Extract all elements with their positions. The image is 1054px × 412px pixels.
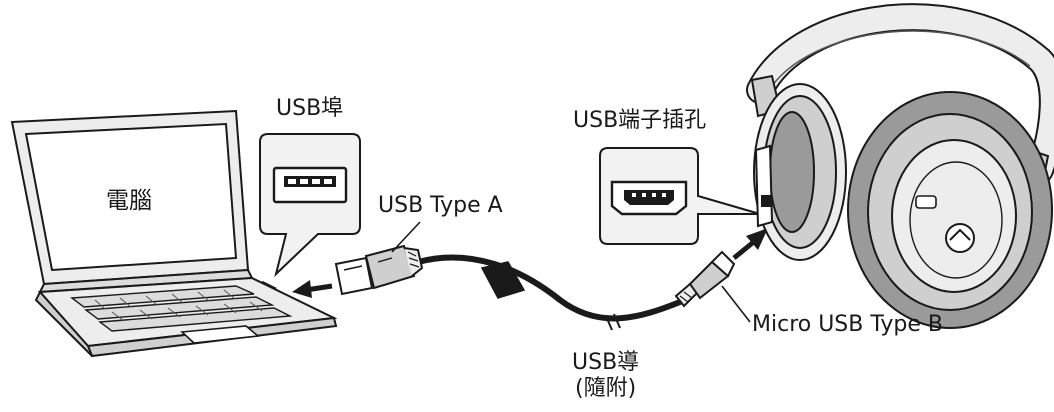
usb-type-a-label: USB Type A <box>378 193 503 218</box>
usb-cable-name: USB導 <box>572 350 640 375</box>
brand-logo-icon <box>945 223 975 253</box>
headphones <box>746 3 1054 329</box>
usb-cable <box>415 254 683 331</box>
right-earcup <box>847 91 1053 329</box>
micro-usb-port-icon <box>610 180 688 216</box>
usb-cable-label: USB導 (隨附) <box>572 350 639 403</box>
usb-type-a-plug <box>334 244 424 296</box>
micro-b-leader-line <box>721 285 751 323</box>
usb-port-callout <box>259 133 361 278</box>
usb-a-port-icon <box>272 166 348 204</box>
micro-usb-type-b-plug <box>674 250 736 308</box>
insert-arrow-left-icon <box>292 280 333 298</box>
computer-label: 電腦 <box>106 188 152 214</box>
type-a-leader-line <box>391 221 421 253</box>
micro-usb-type-b-label: Micro USB Type B <box>752 312 943 337</box>
left-earcup <box>753 83 847 261</box>
usb-port-label: USB埠 <box>276 96 344 121</box>
ferrite-core <box>480 261 526 299</box>
usb-jack-callout <box>599 147 761 245</box>
control-button-icon <box>915 195 937 209</box>
laptop <box>10 109 338 358</box>
usb-cable-note: (隨附) <box>575 376 637 402</box>
insert-arrow-up-right-icon <box>732 228 768 260</box>
usb-jack-label: USB端子插孔 <box>573 108 707 133</box>
